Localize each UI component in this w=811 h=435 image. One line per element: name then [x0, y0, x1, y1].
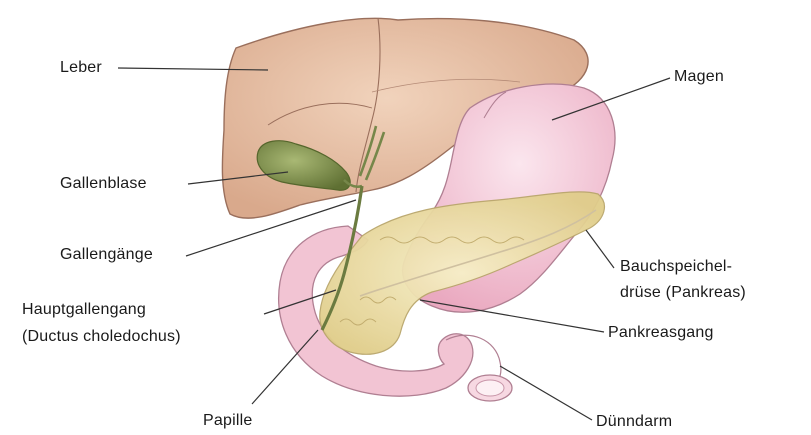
leader-papille — [252, 330, 318, 404]
label-gallengaenge: Gallengänge — [60, 245, 153, 264]
label-gallenblase: Gallenblase — [60, 174, 147, 193]
label-ductus-choledochus: (Ductus choledochus) — [22, 327, 181, 346]
leader-bauchspeicheldruese — [586, 230, 614, 268]
intestine-lumen — [476, 380, 504, 396]
label-hauptgallengang: Hauptgallengang — [22, 300, 146, 319]
label-duenndarm: Dünndarm — [596, 412, 672, 431]
leader-duenndarm — [500, 366, 592, 420]
label-papille: Papille — [203, 411, 252, 430]
label-bauchspeicheldruese-line2: drüse (Pankreas) — [620, 283, 746, 302]
leader-pankreasgang — [420, 300, 604, 332]
pancreas-body — [320, 192, 605, 354]
label-leber: Leber — [60, 58, 102, 77]
label-magen: Magen — [674, 67, 724, 86]
label-pankreasgang: Pankreasgang — [608, 323, 714, 342]
label-bauchspeicheldruese-line1: Bauchspeichel- — [620, 257, 732, 276]
